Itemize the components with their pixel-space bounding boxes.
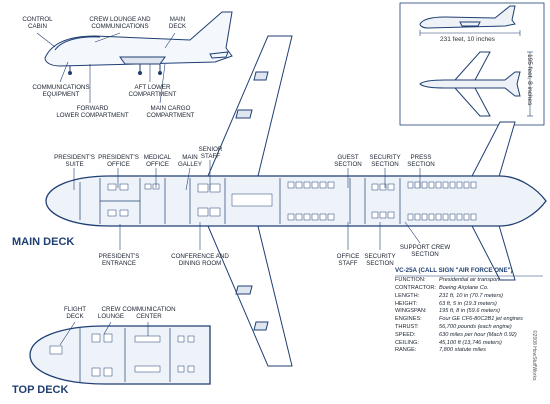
spec-row: WINGSPAN: 195 ft, 8 in (59.6 meters) bbox=[395, 308, 543, 314]
top-deck-partitions bbox=[79, 328, 171, 382]
spec-value: Four GE CF6-80C2B1 jet engines bbox=[439, 316, 523, 323]
main-deck-leader-lines bbox=[73, 160, 421, 250]
spec-value: 195 ft, 8 in (59.6 meters) bbox=[439, 308, 500, 315]
main-deck-fuselage bbox=[45, 175, 547, 227]
spec-key: SPEED: bbox=[395, 331, 416, 338]
spec-row: CEILING: 45,100 ft (13,746 meters) bbox=[395, 340, 543, 346]
spec-value: 7,800 statute miles bbox=[439, 347, 486, 354]
spec-value: 231 ft, 10 in (70.7 meters) bbox=[439, 292, 504, 299]
spec-key: HEIGHT: bbox=[395, 300, 418, 307]
main-deck-seats bbox=[107, 181, 477, 221]
spec-value: 45,100 ft (13,746 meters) bbox=[439, 339, 502, 346]
spec-row: ENGINES: Four GE CF6-80C2B1 jet engines bbox=[395, 316, 543, 322]
spec-value: 56,700 pounds (each engine) bbox=[439, 323, 512, 330]
main-deck-heading: MAIN DECK bbox=[12, 236, 75, 248]
spec-row: THRUST: 56,700 pounds (each engine) bbox=[395, 324, 543, 330]
spec-key: CONTRACTOR: bbox=[395, 285, 436, 291]
spec-box: VC-25A (CALL SIGN "AIR FORCE ONE") FUNCT… bbox=[395, 267, 543, 355]
spec-value: 63 ft, 5 in (19.3 meters) bbox=[439, 300, 497, 307]
top-deck-seats bbox=[49, 333, 195, 377]
top-deck-heading: TOP DECK bbox=[12, 384, 69, 396]
spec-value: Boeing Airplane Co. bbox=[439, 285, 489, 291]
spec-key: RANGE: bbox=[395, 347, 417, 354]
spec-key: THRUST: bbox=[395, 323, 419, 330]
length-dimension: 231 feet, 10 inches bbox=[440, 36, 495, 43]
spec-key: FUNCTION: bbox=[395, 277, 426, 284]
spec-value: Presidential air transport bbox=[439, 277, 500, 284]
side-view-aircraft bbox=[44, 11, 233, 75]
copyright-notice: ©2008 HowStuffWorks bbox=[531, 330, 537, 381]
spec-row: CONTRACTOR:Boeing Airplane Co. bbox=[395, 285, 543, 291]
side-leader-lines bbox=[36, 32, 176, 104]
spec-key: CEILING: bbox=[395, 339, 419, 346]
thumb-top-view bbox=[419, 51, 521, 117]
spec-row: HEIGHT: 63 ft, 5 in (19.3 meters) bbox=[395, 301, 543, 307]
spec-key: WINGSPAN: bbox=[395, 308, 427, 315]
spec-row: SPEED: 630 miles per hour (Mach 0.92) bbox=[395, 332, 543, 338]
spec-title: VC-25A (CALL SIGN "AIR FORCE ONE") bbox=[395, 267, 513, 274]
thumbnails-frame bbox=[399, 2, 545, 126]
spec-row: LENGTH: 231 ft, 10 in (70.7 meters) bbox=[395, 293, 543, 299]
spec-value: 630 miles per hour (Mach 0.92) bbox=[439, 331, 517, 338]
top-deck-leader-lines bbox=[59, 321, 149, 346]
spec-row: RANGE: 7,800 statute miles bbox=[395, 347, 543, 353]
main-deck-partitions bbox=[79, 178, 401, 224]
spec-row: FUNCTION: Presidential air transport bbox=[395, 277, 543, 283]
dimension-lines bbox=[419, 30, 533, 117]
top-deck-fuselage bbox=[29, 325, 211, 385]
thumb-side-view bbox=[419, 5, 516, 29]
wingspan-dimension: 195 feet, 8 inches bbox=[526, 54, 533, 106]
spec-key: LENGTH: bbox=[395, 292, 420, 299]
spec-key: ENGINES: bbox=[395, 316, 422, 323]
